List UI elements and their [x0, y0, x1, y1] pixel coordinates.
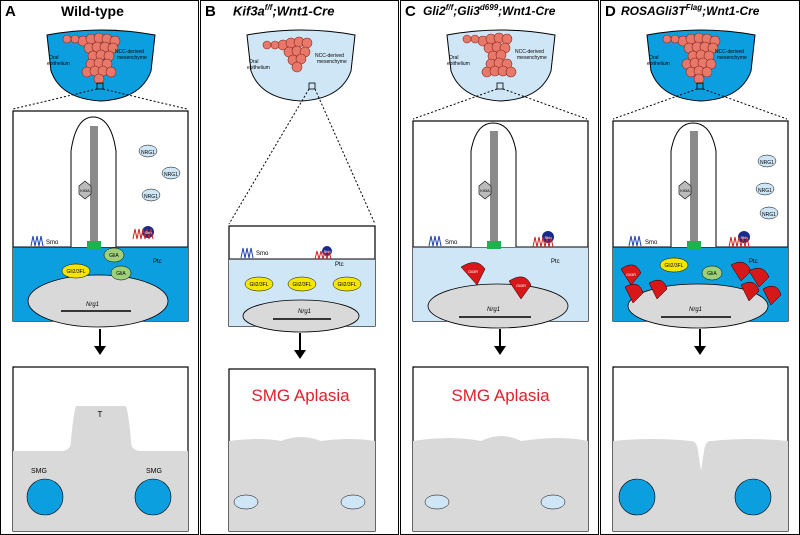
- smo-label: Smo: [645, 240, 658, 246]
- gene-label: Nrg1: [298, 309, 311, 315]
- gli-r-label: Gli3R: [468, 269, 478, 274]
- gli-fl-label: Gli2/3FL: [338, 282, 357, 288]
- panel-title: Wild-type: [61, 3, 124, 19]
- signaling-box: Smo Ptc Shh Kif3A Gli3R Gli3R Nrg1: [412, 120, 589, 329]
- nrg-protein: NRG1: [758, 188, 772, 194]
- nrg-protein: NRG1: [144, 194, 158, 200]
- panel-title: Gli2f/f;Gli3d699;Wnt1-Cre: [423, 3, 556, 18]
- gene-label: Nrg1: [487, 307, 500, 313]
- shh-label: Shh: [144, 230, 151, 235]
- ptc-label: Ptc: [335, 262, 344, 268]
- panel-letter: D: [605, 3, 616, 20]
- outcome-box: [412, 366, 589, 532]
- signaling-box: NRG1 NRG1 NRG1 Smo Ptc Shh Kif3A Gli2/3F…: [12, 110, 189, 328]
- cell-cluster: [62, 32, 121, 85]
- gli-fl-label: Gli2/3FL: [67, 269, 86, 275]
- kif-label: Kif3A: [80, 188, 90, 193]
- outcome-text: SMG Aplasia: [451, 386, 550, 405]
- down-arrow: [694, 329, 706, 355]
- panel-letter: B: [205, 3, 216, 20]
- shh-label: Shh: [740, 235, 747, 240]
- gli-a-label: GliA: [116, 271, 126, 277]
- ptc-label: Ptc: [153, 259, 162, 265]
- gli-fl-label: Gli2/3FL: [665, 263, 684, 269]
- gene-label: Nrg1: [86, 302, 99, 308]
- gene-label: Nrg1: [689, 307, 702, 313]
- down-arrow: [294, 333, 306, 359]
- smo-label: Smo: [256, 251, 269, 257]
- gli-r-label: Gli3R: [516, 283, 526, 288]
- shh-label: Shh: [544, 235, 551, 240]
- tooth-label: T: [98, 410, 103, 419]
- smo-label: Smo: [445, 240, 458, 246]
- ptc-label: Ptc: [749, 259, 758, 265]
- nrg-protein: NRG1: [164, 172, 178, 178]
- shh-label: Shh: [323, 249, 330, 254]
- gli-r-label: Gli3R: [626, 272, 636, 277]
- smg-label: SMG: [31, 468, 47, 475]
- down-arrow: [494, 329, 506, 355]
- smg-label: SMG: [146, 468, 162, 475]
- smo-label: Smo: [46, 240, 59, 246]
- panel-letter: A: [5, 3, 16, 20]
- panel-letter: C: [405, 3, 416, 20]
- kif-label: Kif3A: [680, 188, 690, 193]
- nrg-protein: NRG1: [762, 212, 776, 218]
- outcome-text: SMG Aplasia: [251, 386, 350, 405]
- outcome-box: [228, 368, 376, 532]
- panel-title: Kif3af/f;Wnt1-Cre: [233, 3, 335, 19]
- outcome-box: T SMG SMG: [12, 366, 189, 532]
- panel-title: ROSAGli3TFlag;Wnt1-Cre: [621, 3, 760, 18]
- gli-fl-label: Gli2/3FL: [250, 282, 269, 288]
- outcome-box: [612, 366, 789, 532]
- signaling-box: NRG1 NRG1 NRG1 Smo Ptc Shh Kif3A Gli2/3F…: [612, 120, 789, 329]
- signaling-box: Smo Ptc Shh Gli2/3FL Gli2/3FL Gli2/3FL N…: [228, 225, 376, 333]
- gli-fl-label: Gli2/3FL: [293, 282, 312, 288]
- down-arrow: [94, 329, 106, 355]
- ptc-label: Ptc: [551, 259, 560, 265]
- kif-label: Kif3A: [480, 188, 490, 193]
- gli-a-label: GliA: [707, 271, 717, 277]
- nrg-protein: NRG1: [760, 160, 774, 166]
- nrg-protein: NRG1: [141, 150, 155, 156]
- gli-a-label: GliA: [109, 253, 119, 259]
